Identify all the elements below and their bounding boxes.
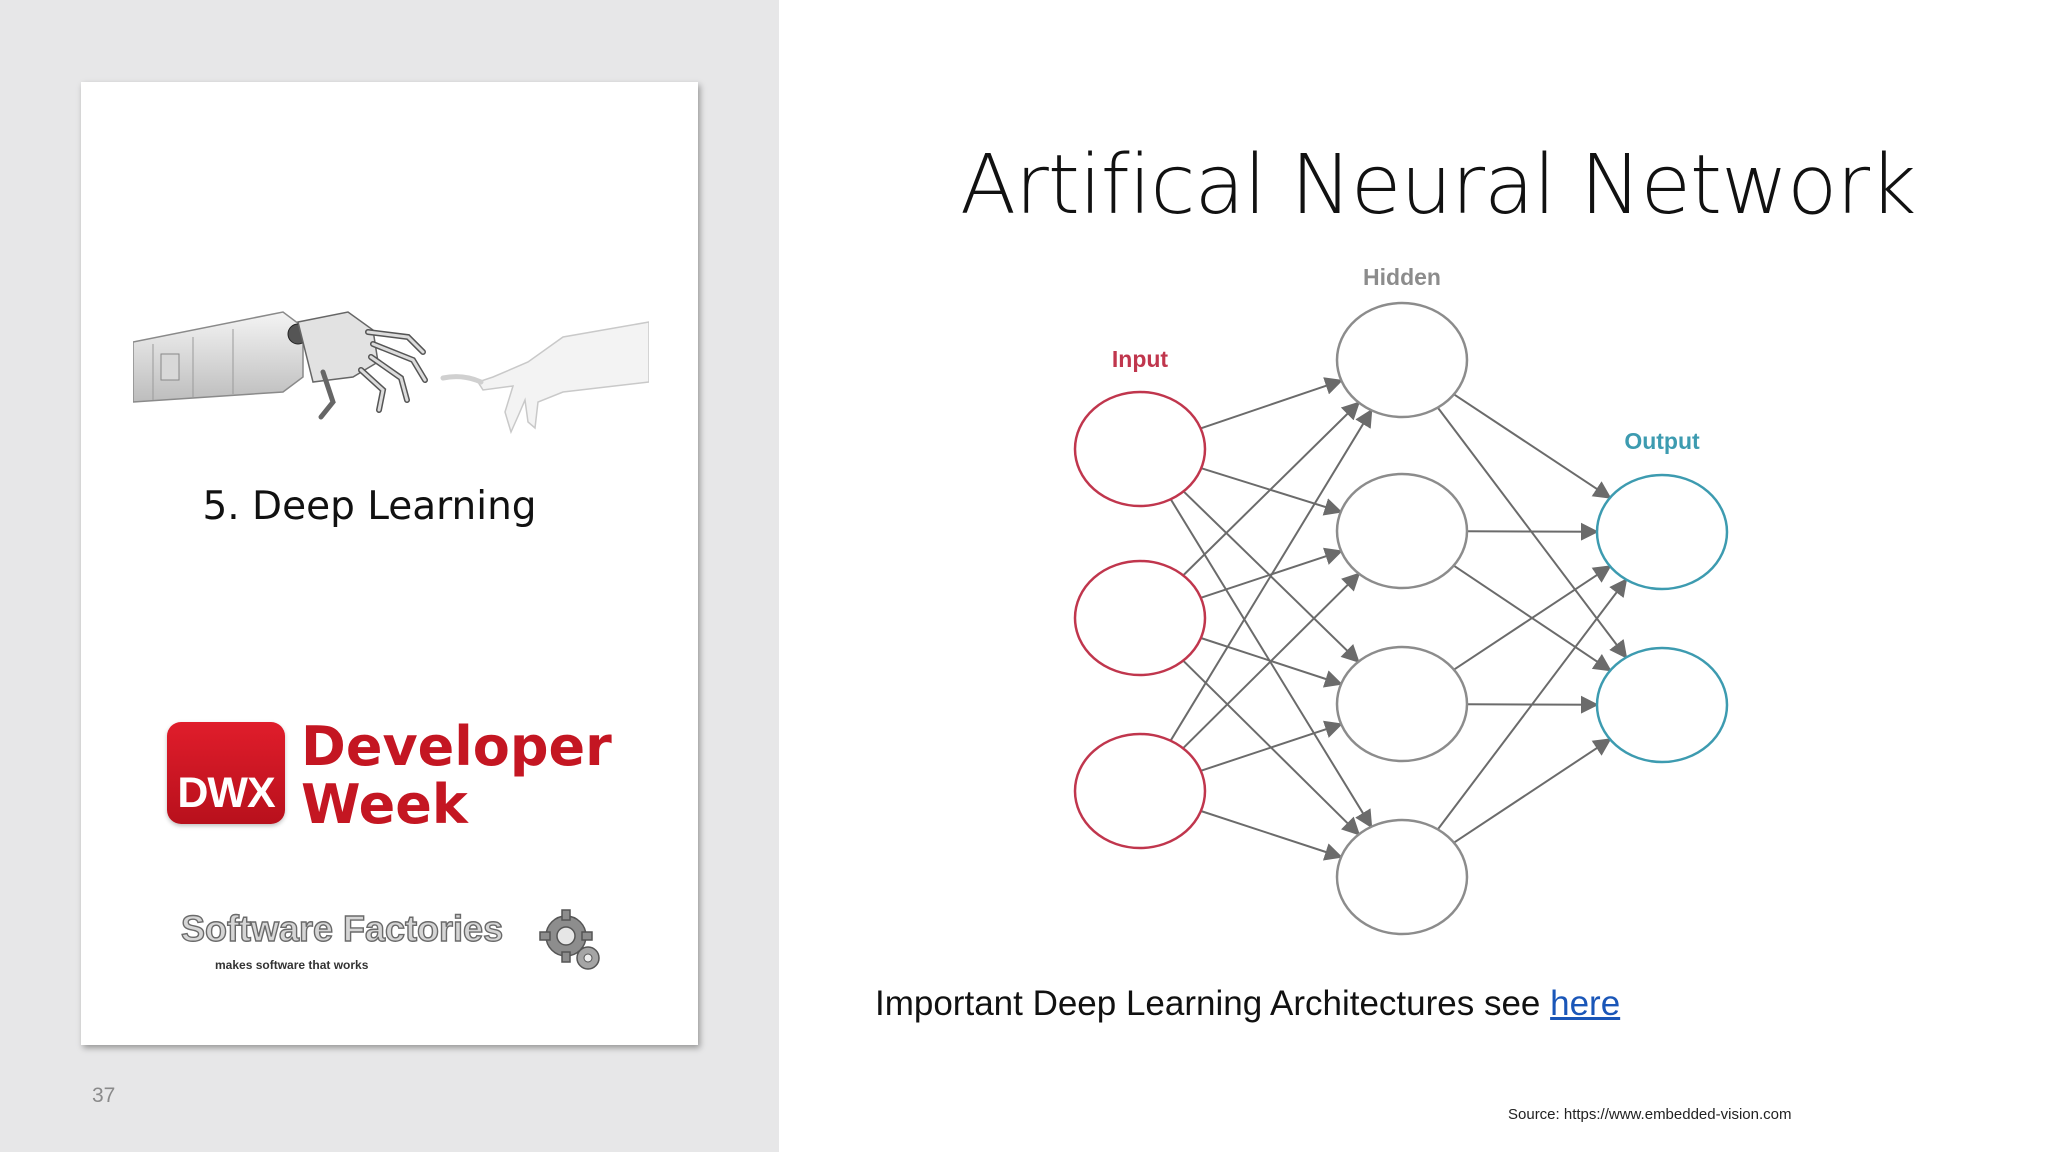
connections [1169, 377, 1628, 861]
architectures-note: Important Deep Learning Architectures se… [875, 984, 1620, 1024]
software-factories-tagline: makes software that works [215, 958, 369, 972]
input-layer-label: Input [1112, 346, 1169, 372]
week-text: Week [301, 773, 468, 836]
input-neuron-1 [1073, 390, 1207, 508]
hidden-neuron-4 [1335, 818, 1469, 936]
slide-title: Artifical Neural Network [960, 138, 1917, 233]
section-title: 5. Deep Learning [202, 484, 537, 529]
connection-arrow [1453, 738, 1612, 844]
neurons [1073, 301, 1729, 936]
page-number: 37 [92, 1084, 116, 1107]
robot-and-human-hands-image [133, 311, 649, 435]
source-citation: Source: https://www.embedded-vision.com [1508, 1106, 1792, 1123]
hidden-neuron-3 [1335, 645, 1469, 763]
hidden-neuron-2 [1335, 472, 1469, 590]
dwx-logo-badge: DWX [167, 722, 285, 824]
here-link[interactable]: here [1550, 984, 1621, 1023]
developer-text: Developer [301, 715, 612, 778]
connection-arrow [1169, 408, 1373, 742]
input-neuron-2 [1073, 559, 1207, 677]
connection-arrow [1182, 572, 1361, 750]
connection-arrow [1200, 720, 1343, 772]
output-layer-label: Output [1624, 428, 1700, 454]
dwx-badge-text: DWX [177, 769, 275, 817]
gear-icon [539, 909, 600, 970]
hidden-neuron-1 [1335, 301, 1469, 419]
connection-arrow [1182, 401, 1361, 577]
left-panel: 5. Deep Learning DWX Developer Week Soft… [0, 0, 779, 1152]
output-neuron-2 [1595, 646, 1729, 764]
output-neuron-1 [1595, 473, 1729, 591]
connection-arrow [1466, 522, 1599, 541]
input-neuron-3 [1073, 732, 1207, 850]
note-text: Important Deep Learning Architectures se… [875, 984, 1551, 1023]
connection-arrow [1437, 578, 1628, 831]
hidden-layer-label: Hidden [1363, 264, 1441, 290]
connection-arrow [1200, 377, 1344, 430]
agenda-card: 5. Deep Learning DWX Developer Week Soft… [81, 82, 698, 1045]
connection-arrow [1453, 565, 1612, 671]
connection-arrow [1453, 393, 1612, 499]
software-factories-logo: Software Factories [180, 907, 504, 949]
connection-arrow [1200, 810, 1343, 861]
